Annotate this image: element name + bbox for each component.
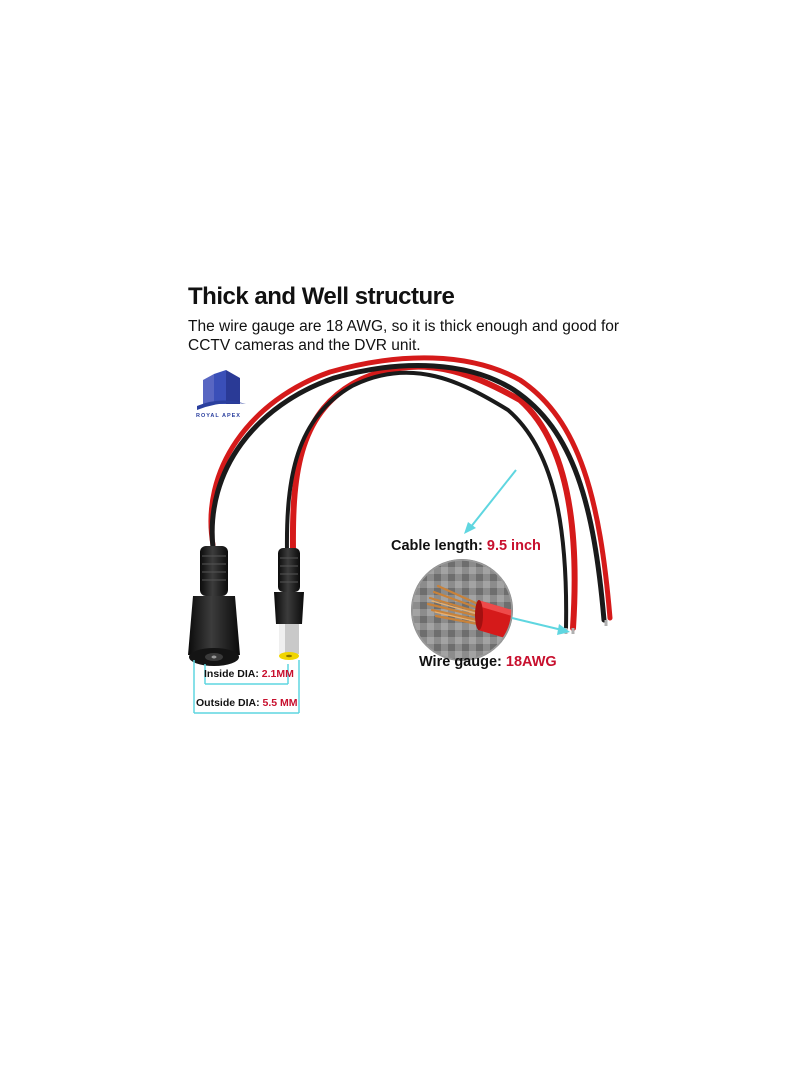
diameter-callout-lines xyxy=(193,660,300,714)
cable-length-value: 9.5 inch xyxy=(486,538,541,554)
outside-dia-value: 5.5 MM xyxy=(262,697,298,709)
building-logo-icon xyxy=(197,370,246,410)
black-wire xyxy=(209,363,607,630)
wire-gauge-label: Wire gauge: 18AWG xyxy=(419,654,557,670)
red-wire xyxy=(208,355,613,631)
outside-dia-title: Outside DIA: xyxy=(196,697,260,709)
wire-gauge-magnifier xyxy=(411,559,513,661)
outside-dia-label: Outside DIA: 5.5 MM xyxy=(196,697,298,709)
male-dc-connector xyxy=(274,548,304,660)
wire-gauge-title: Wire gauge: xyxy=(419,654,502,670)
inside-dia-label: Inside DIA: 2.1MM xyxy=(204,668,294,680)
inside-dia-value: 2.1MM xyxy=(261,668,294,680)
inside-dia-title: Inside DIA: xyxy=(204,668,259,680)
page-description: The wire gauge are 18 AWG, so it is thic… xyxy=(188,318,620,354)
page-title: Thick and Well structure xyxy=(188,283,455,310)
wire-gauge-arrow xyxy=(511,617,570,635)
female-dc-connector xyxy=(188,546,240,666)
wire-gauge-value: 18AWG xyxy=(505,654,557,670)
cable-length-title: Cable length: xyxy=(391,538,483,554)
cable-length-label: Cable length: 9.5 inch xyxy=(391,538,541,554)
logo-text: ROYAL APEX xyxy=(196,413,241,419)
cable-length-arrow xyxy=(464,469,517,534)
